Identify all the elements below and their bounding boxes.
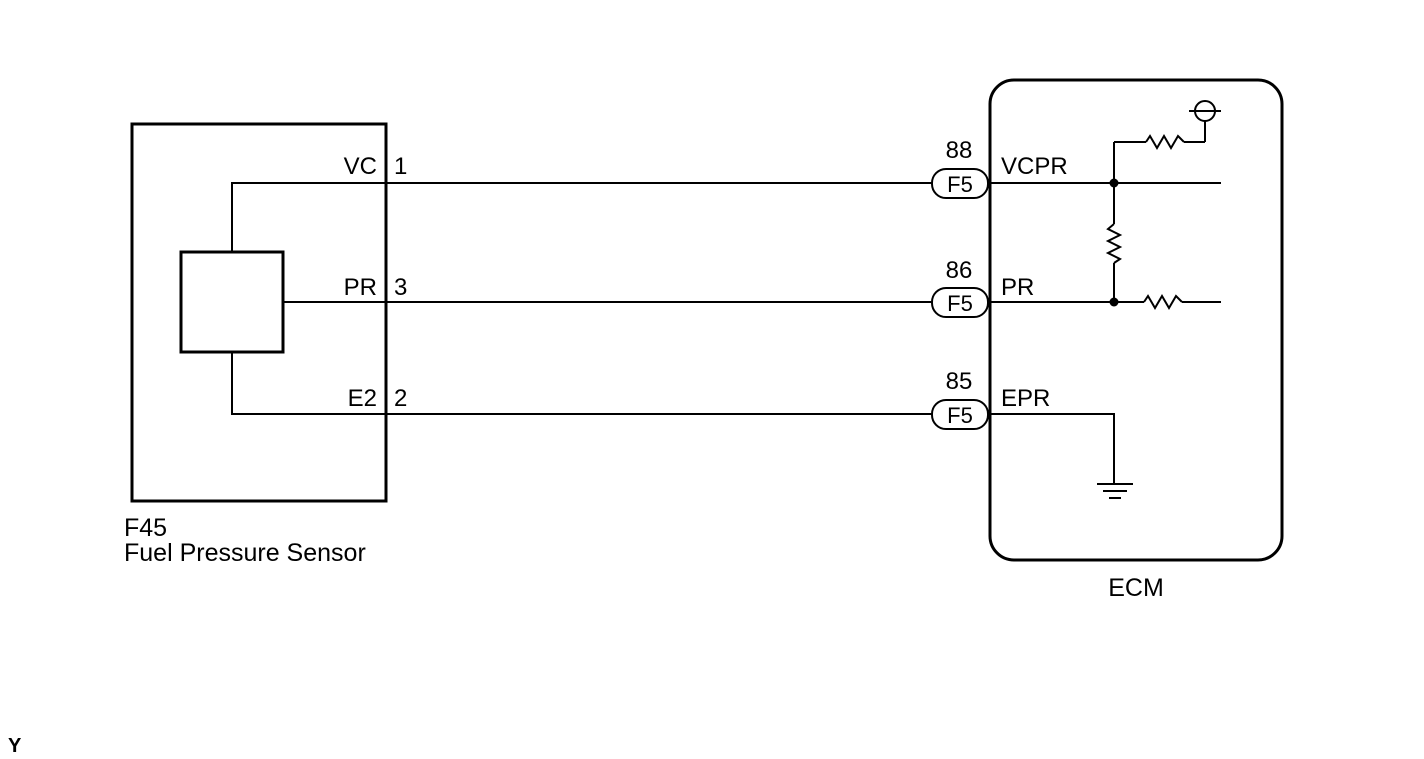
connector-shell <box>931 287 989 318</box>
ground-icon <box>1097 483 1133 499</box>
sensor-housing <box>130 122 388 503</box>
connector-code: F5 <box>947 403 973 428</box>
connector-code: F5 <box>947 291 973 316</box>
ecm-resistor-vertical <box>1105 223 1123 264</box>
connector-shell <box>931 399 989 430</box>
sensor-internal-wire-e2 <box>231 352 386 415</box>
ecm-pin-number-86: 86 <box>946 257 973 284</box>
connector-f5-pin-85: F5 85 <box>931 368 989 430</box>
sensor-name: Fuel Pressure Sensor <box>124 539 366 567</box>
junction-dot-pr <box>1109 297 1119 307</box>
connector-code: F5 <box>947 172 973 197</box>
sensor-pin-number-3: 3 <box>394 274 407 301</box>
ecm-pin-label-pr: PR <box>1001 274 1034 301</box>
ecm-name: ECM <box>1108 574 1164 602</box>
ecm-housing <box>988 78 1284 562</box>
ecm-pin-number-85: 85 <box>946 368 973 395</box>
ecm-pin-label-vcpr: VCPR <box>1001 153 1068 180</box>
ecm-pin-number-88: 88 <box>946 137 973 164</box>
sensor-element <box>179 250 285 354</box>
ecm-internal-line-epr <box>990 413 1115 484</box>
ecm-resistor-supply <box>1145 134 1185 150</box>
corner-mark: Y <box>8 735 22 757</box>
sensor-pin-number-2: 2 <box>394 385 407 412</box>
connector-f5-pin-86: F5 86 <box>931 257 989 318</box>
junction-dot-vcpr <box>1109 178 1119 188</box>
sensor-pin-number-1: 1 <box>394 153 407 180</box>
sensor-internal-wire-vc <box>231 182 386 252</box>
sensor-pin-label-vc: VC <box>344 153 377 180</box>
ecm-pin-label-epr: EPR <box>1001 385 1050 412</box>
connector-f5-pin-88: F5 88 <box>931 137 989 199</box>
sensor-code: F45 <box>124 514 167 542</box>
sensor-pin-label-pr: PR <box>344 274 377 301</box>
connector-shell <box>931 168 989 199</box>
sensor-pin-label-e2: E2 <box>348 385 377 412</box>
ecm-resistor-pr-pullup <box>1143 294 1183 310</box>
